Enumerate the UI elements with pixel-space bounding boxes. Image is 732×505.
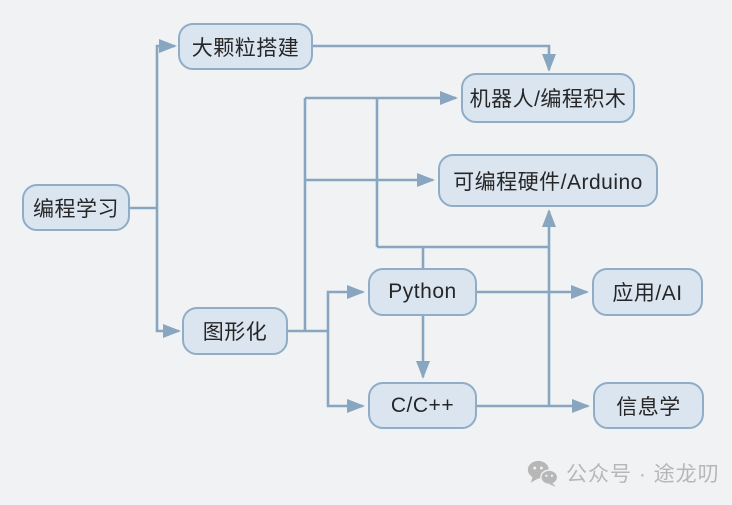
- node-label: 信息学: [616, 395, 681, 419]
- watermark-text: 公众号 · 途龙叨: [566, 463, 720, 486]
- node-label: 大颗粒搭建: [191, 36, 300, 60]
- node-graphical: 图形化: [182, 307, 288, 355]
- edge-root-to-large-blocks: [155, 39, 177, 208]
- node-label: 应用/AI: [612, 282, 683, 305]
- node-label: 图形化: [202, 321, 268, 344]
- node-cpp: C/C++: [368, 382, 477, 429]
- node-application-ai: 应用/AI: [592, 268, 703, 316]
- node-label: 编程学习: [33, 197, 119, 221]
- wechat-icon: [527, 460, 558, 487]
- node-label: 机器人/编程积木: [469, 88, 627, 111]
- node-label: 可编程硬件/Arduino: [453, 170, 643, 194]
- node-large-particle-building: 大颗粒搭建: [178, 23, 313, 70]
- edge-large-blocks-to-robot-blocks: [313, 44, 556, 72]
- node-programming-learning: 编程学习: [22, 184, 130, 231]
- node-label: Python: [388, 280, 457, 303]
- node-label: C/C++: [390, 393, 455, 417]
- edge-root-to-graphical: [155, 208, 181, 338]
- node-programmable-hardware-arduino: 可编程硬件/Arduino: [438, 154, 658, 207]
- node-informatics: 信息学: [593, 382, 704, 429]
- node-robot-programming-blocks: 机器人/编程积木: [461, 73, 635, 123]
- watermark: 公众号 · 途龙叨: [527, 458, 720, 488]
- edge-graphical-to-cpp: [326, 331, 365, 413]
- edge-graphical-to-python: [326, 285, 365, 331]
- node-python: Python: [368, 268, 477, 316]
